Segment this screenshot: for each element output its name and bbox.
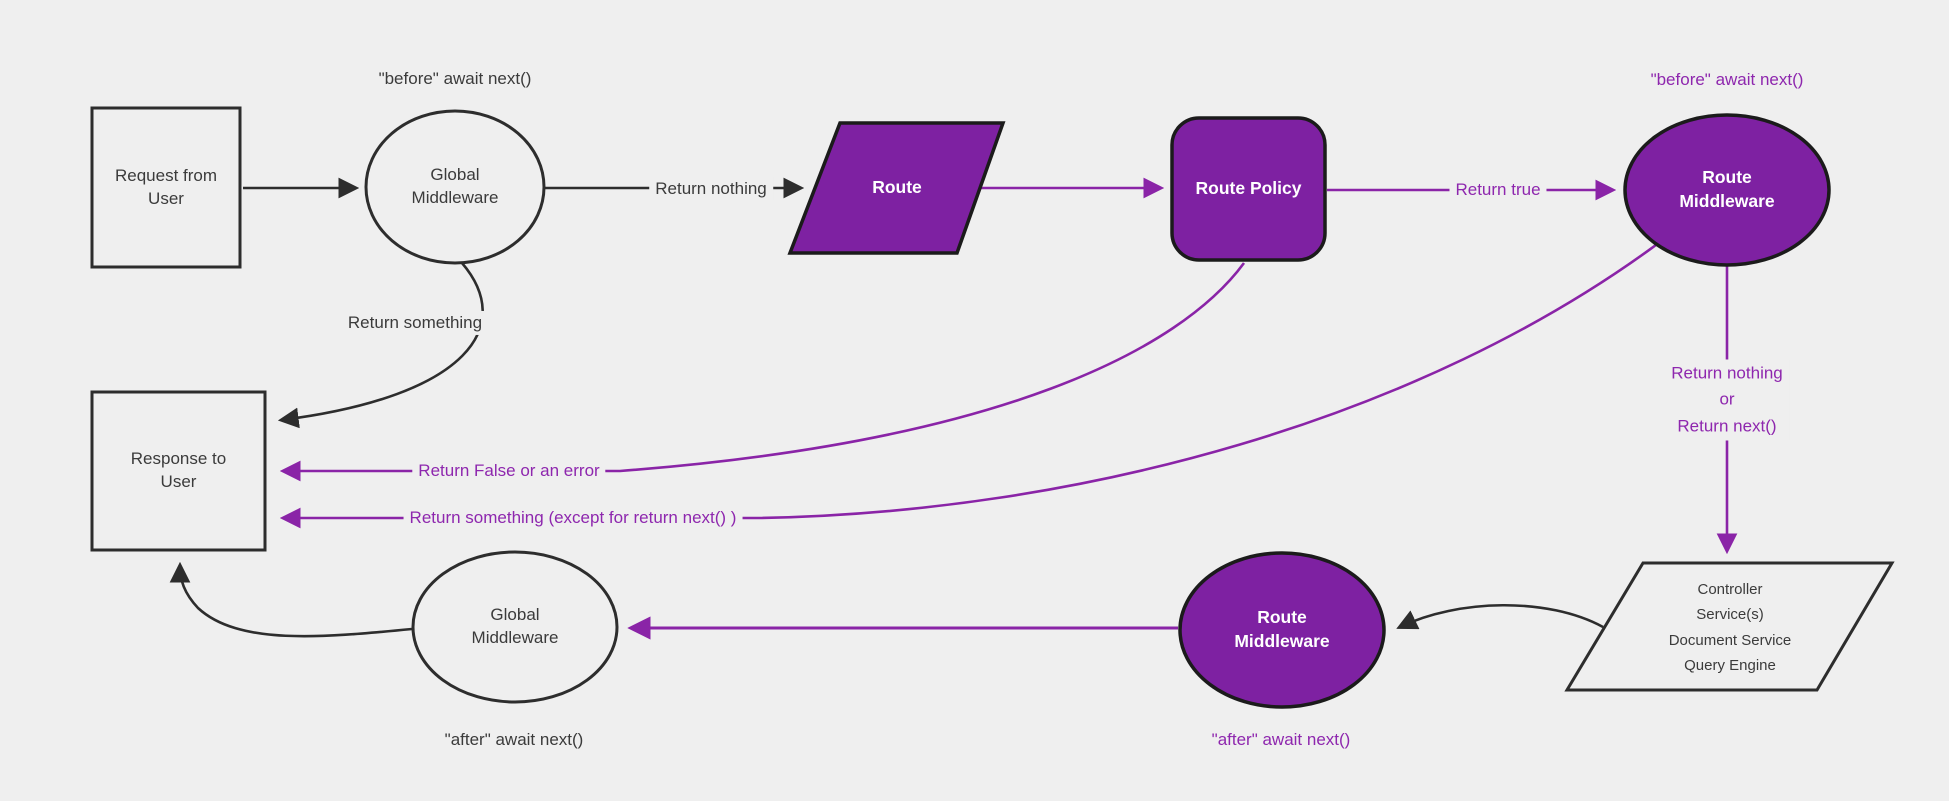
edge-controller-to-routemw-bottom: [1396, 603, 1604, 630]
edge-label-after-await-next-route: "after" await next(): [1211, 729, 1351, 749]
edge-label-before-await-next-global: "before" await next(): [378, 68, 532, 88]
edge-global-return-something-to-response: [277, 262, 484, 429]
node-controller-shape: [1564, 561, 1895, 692]
node-request-shape: [90, 106, 242, 269]
edge-label-return-true: Return true: [1449, 177, 1547, 203]
node-response-label: Response to User: [130, 449, 227, 491]
edge-label-return-nothing-or: Return nothing or Return next(): [1665, 359, 1789, 441]
edge-label-return-nothing: Return nothing: [649, 176, 773, 202]
edge-label-return-false-or-error: Return False or an error: [412, 458, 606, 484]
node-route-middleware-top-shape: [1623, 113, 1831, 267]
node-route-middleware-bottom-shape: [1178, 551, 1386, 709]
node-route-policy-shape: [1170, 116, 1327, 262]
node-route-shape: [787, 121, 1006, 255]
edge-label-after-await-next-global: "after" await next(): [444, 729, 584, 749]
node-route-middleware-bottom-label: Route Middleware: [1234, 607, 1330, 651]
edge-routemw-return-something-to-response: [279, 240, 1661, 529]
node-global-middleware-bottom-label: Global Middleware: [471, 605, 559, 647]
edge-label-return-something: Return something: [341, 310, 489, 336]
node-controller-label: Controller Service(s) Document Service Q…: [1668, 580, 1792, 675]
node-response-shape: [90, 390, 267, 552]
node-route-middleware-top-label: Route Middleware: [1679, 167, 1775, 211]
edge-label-before-await-next-route: "before" await next(): [1650, 69, 1804, 89]
node-route-policy-label: Route Policy: [1195, 178, 1302, 199]
edge-global-bottom-to-response: [169, 561, 413, 638]
node-global-middleware-top-label: Global Middleware: [411, 165, 499, 207]
node-route-label: Route: [872, 177, 922, 198]
node-global-middleware-top-shape: [364, 109, 546, 265]
edge-policy-return-false-to-response: [279, 262, 1246, 482]
node-request-label: Request from User: [114, 165, 218, 208]
edge-label-return-something-except: Return something (except for return next…: [403, 505, 743, 531]
node-global-middleware-bottom-shape: [411, 550, 619, 704]
